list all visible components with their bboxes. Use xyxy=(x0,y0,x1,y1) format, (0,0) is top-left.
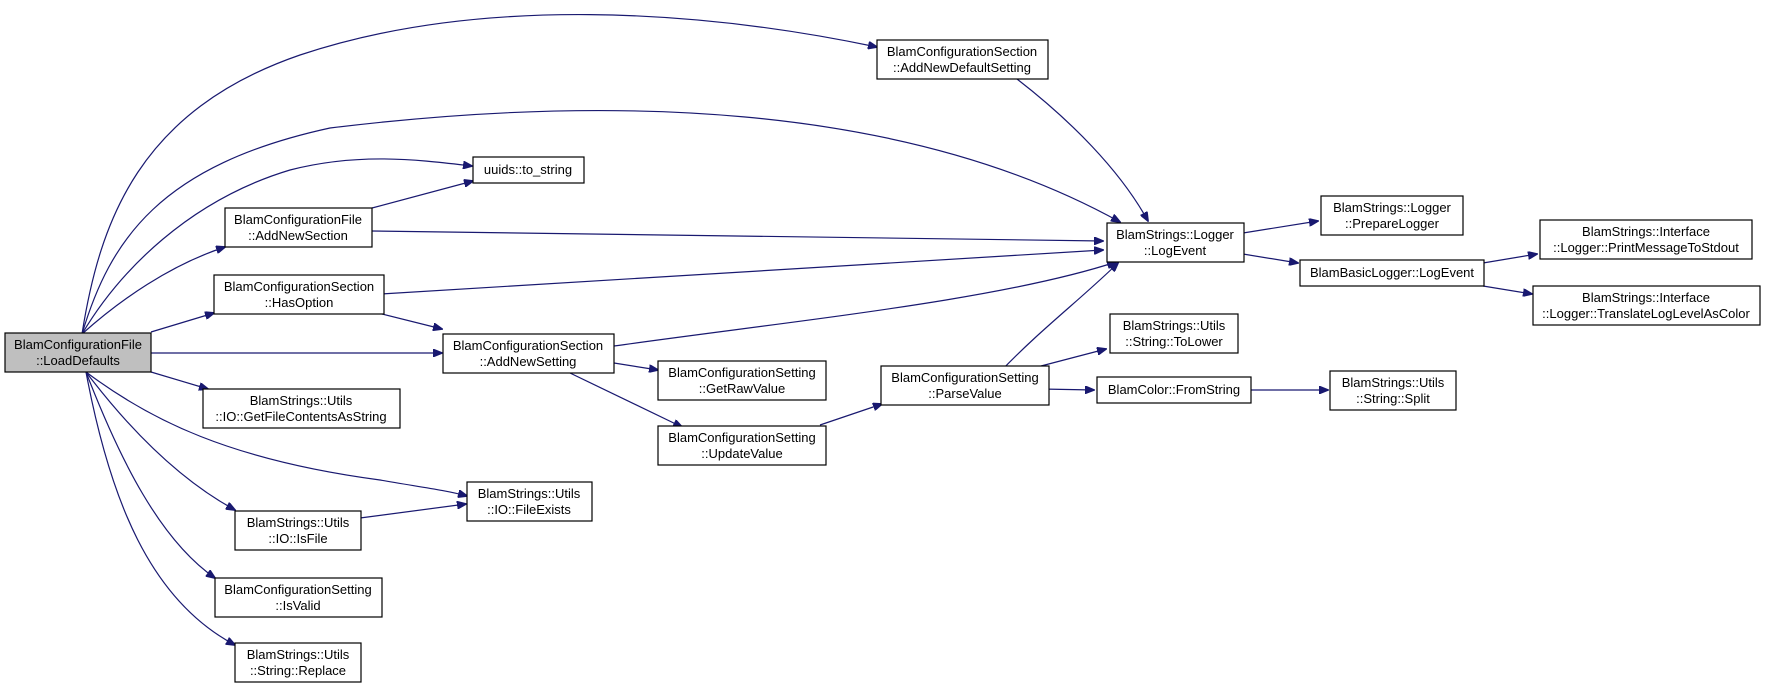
node-string-to-lower-line1: BlamStrings::Utils xyxy=(1123,318,1226,333)
node-add-new-section-line1: BlamConfigurationFile xyxy=(234,212,362,227)
node-is-file-line1: BlamStrings::Utils xyxy=(247,515,350,530)
edges xyxy=(81,13,1537,645)
node-translate-log-level-as-color[interactable]: BlamStrings::Interface ::Logger::Transla… xyxy=(1532,285,1761,326)
node-string-replace-line1: BlamStrings::Utils xyxy=(247,647,350,662)
node-add-new-setting-line1: BlamConfigurationSection xyxy=(453,338,603,353)
node-is-file[interactable]: BlamStrings::Utils ::IO::IsFile xyxy=(234,510,362,551)
node-is-valid[interactable]: BlamConfigurationSetting ::IsValid xyxy=(214,577,383,618)
edge-logevent-preparelogger xyxy=(1242,221,1318,234)
edge-basiclogger-printmessage xyxy=(1482,254,1537,264)
edge-parsevalue-fromstring xyxy=(1040,389,1094,390)
node-get-raw-value[interactable]: BlamConfigurationSetting ::GetRawValue xyxy=(657,360,827,401)
node-add-new-section[interactable]: BlamConfigurationFile ::AddNewSection xyxy=(224,207,373,248)
edge-loaddefaults-isfile xyxy=(85,371,235,510)
node-print-message-to-stdout-line1: BlamStrings::Interface xyxy=(1582,224,1710,239)
edge-loaddefaults-addnewdefaultsetting xyxy=(81,13,877,335)
node-translate-log-level-as-color-line1: BlamStrings::Interface xyxy=(1582,290,1710,305)
edge-loaddefaults-isvalid xyxy=(85,371,215,578)
node-prepare-logger-line2: ::PrepareLogger xyxy=(1345,216,1440,231)
edge-logevent-basiclogger xyxy=(1242,253,1298,263)
edge-loaddefaults-replace xyxy=(85,371,235,645)
edge-hasoption-logevent xyxy=(380,250,1103,295)
node-basic-logger-log-event-line1: BlamBasicLogger::LogEvent xyxy=(1310,265,1474,280)
node-logger-log-event[interactable]: BlamStrings::Logger ::LogEvent xyxy=(1106,222,1245,263)
node-file-exists-line2: ::IO::FileExists xyxy=(487,502,571,517)
edge-loaddefaults-uuids xyxy=(81,158,472,335)
edge-addnewdefaultsetting-logevent xyxy=(1016,78,1148,221)
edge-loaddefaults-getfilecontents xyxy=(150,371,208,389)
edge-addnewsection-logevent xyxy=(371,230,1103,241)
node-is-valid-line2: ::IsValid xyxy=(275,598,320,613)
edge-loaddefaults-addnewsection xyxy=(81,247,225,335)
node-logger-log-event-line1: BlamStrings::Logger xyxy=(1116,227,1234,242)
node-has-option[interactable]: BlamConfigurationSection ::HasOption xyxy=(213,274,385,315)
node-string-split[interactable]: BlamStrings::Utils ::String::Split xyxy=(1329,370,1457,411)
node-parse-value-line1: BlamConfigurationSetting xyxy=(891,370,1038,385)
node-uuids-to-string[interactable]: uuids::to_string xyxy=(472,156,585,184)
edge-parsevalue-logevent xyxy=(999,263,1118,373)
node-print-message-to-stdout[interactable]: BlamStrings::Interface ::Logger::PrintMe… xyxy=(1539,219,1753,260)
node-get-raw-value-line1: BlamConfigurationSetting xyxy=(668,365,815,380)
node-get-raw-value-line2: ::GetRawValue xyxy=(699,381,785,396)
node-is-file-line2: ::IO::IsFile xyxy=(268,531,327,546)
node-string-to-lower[interactable]: BlamStrings::Utils ::String::ToLower xyxy=(1109,313,1239,354)
edge-loaddefaults-hasoption xyxy=(150,313,214,333)
edge-addnewsetting-updatevalue xyxy=(569,372,682,427)
node-prepare-logger-line1: BlamStrings::Logger xyxy=(1333,200,1451,215)
node-update-value[interactable]: BlamConfigurationSetting ::UpdateValue xyxy=(657,425,827,466)
node-add-new-default-setting-line2: ::AddNewDefaultSetting xyxy=(893,60,1031,75)
node-color-from-string-line1: BlamColor::FromString xyxy=(1108,382,1240,397)
node-add-new-default-setting-line1: BlamConfigurationSection xyxy=(887,44,1037,59)
node-file-exists[interactable]: BlamStrings::Utils ::IO::FileExists xyxy=(466,481,593,522)
edge-loaddefaults-fileexists xyxy=(85,371,467,496)
node-string-split-line1: BlamStrings::Utils xyxy=(1342,375,1445,390)
node-has-option-line1: BlamConfigurationSection xyxy=(224,279,374,294)
node-uuids-to-string-line1: uuids::to_string xyxy=(484,162,572,177)
node-add-new-default-setting[interactable]: BlamConfigurationSection ::AddNewDefault… xyxy=(876,39,1049,80)
node-string-replace[interactable]: BlamStrings::Utils ::String::Replace xyxy=(234,642,362,683)
node-parse-value-line2: ::ParseValue xyxy=(928,386,1001,401)
edge-isfile-fileexists xyxy=(359,504,466,519)
node-parse-value[interactable]: BlamConfigurationSetting ::ParseValue xyxy=(880,365,1050,406)
node-has-option-line2: ::HasOption xyxy=(265,295,334,310)
node-color-from-string[interactable]: BlamColor::FromString xyxy=(1096,376,1252,404)
edge-hasoption-addnewsetting xyxy=(377,312,442,329)
node-get-file-contents-as-string-line2: ::IO::GetFileContentsAsString xyxy=(215,409,386,424)
node-load-defaults[interactable]: BlamConfigurationFile ::LoadDefaults xyxy=(4,332,152,373)
node-prepare-logger[interactable]: BlamStrings::Logger ::PrepareLogger xyxy=(1320,195,1464,236)
node-load-defaults-line2: ::LoadDefaults xyxy=(36,353,120,368)
edge-updatevalue-parsevalue xyxy=(819,404,882,426)
node-basic-logger-log-event[interactable]: BlamBasicLogger::LogEvent xyxy=(1299,259,1485,287)
node-add-new-setting[interactable]: BlamConfigurationSection ::AddNewSetting xyxy=(442,333,615,374)
edge-loaddefaults-logevent-top xyxy=(81,110,1120,335)
edge-addnewsetting-logevent xyxy=(613,262,1116,347)
node-load-defaults-line1: BlamConfigurationFile xyxy=(14,337,142,352)
node-update-value-line1: BlamConfigurationSetting xyxy=(668,430,815,445)
node-print-message-to-stdout-line2: ::Logger::PrintMessageToStdout xyxy=(1553,240,1739,255)
edge-basiclogger-translateloglevel xyxy=(1482,285,1532,294)
node-logger-log-event-line2: ::LogEvent xyxy=(1144,243,1207,258)
node-get-file-contents-as-string[interactable]: BlamStrings::Utils ::IO::GetFileContents… xyxy=(202,388,401,429)
node-file-exists-line1: BlamStrings::Utils xyxy=(478,486,581,501)
node-add-new-setting-line2: ::AddNewSetting xyxy=(480,354,577,369)
edge-addnewsection-uuids xyxy=(371,181,473,209)
node-update-value-line2: ::UpdateValue xyxy=(701,446,782,461)
node-is-valid-line1: BlamConfigurationSetting xyxy=(224,582,371,597)
node-string-replace-line2: ::String::Replace xyxy=(250,663,346,678)
node-translate-log-level-as-color-line2: ::Logger::TranslateLogLevelAsColor xyxy=(1542,306,1750,321)
node-string-to-lower-line2: ::String::ToLower xyxy=(1125,334,1223,349)
edge-parsevalue-tolower xyxy=(1040,349,1106,367)
edge-addnewsetting-getrawvalue xyxy=(613,362,658,370)
node-add-new-section-line2: ::AddNewSection xyxy=(248,228,348,243)
node-string-split-line2: ::String::Split xyxy=(1356,391,1430,406)
node-get-file-contents-as-string-line1: BlamStrings::Utils xyxy=(250,393,353,408)
